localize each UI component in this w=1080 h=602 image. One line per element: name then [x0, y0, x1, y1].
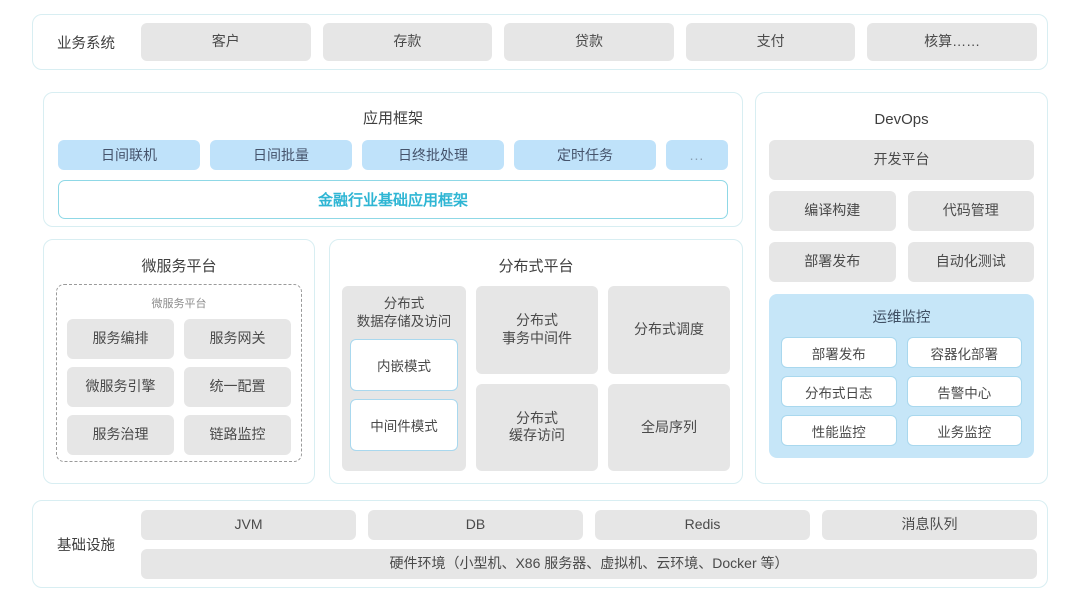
distributed-platform-body: 分布式 数据存储及访问 内嵌模式 中间件模式 分布式 事务中间件 分布式调度 分…	[342, 286, 730, 471]
appframe-pill-scheduled-task[interactable]: 定时任务	[514, 140, 656, 170]
storage-mode-embedded[interactable]: 内嵌模式	[350, 339, 458, 392]
devops-item-dev-platform[interactable]: 开发平台	[769, 140, 1034, 180]
distributed-item-transaction-middleware[interactable]: 分布式 事务中间件	[476, 286, 598, 374]
ops-monitoring-grid: 部署发布 容器化部署 分布式日志 告警中心 性能监控 业务监控	[781, 337, 1022, 446]
infrastructure-label: 基础设施	[57, 537, 115, 554]
business-systems-row: 业务系统 客户 存款 贷款 支付 核算……	[32, 14, 1048, 70]
microservice-dashed-box: 微服务平台 服务编排 服务网关 微服务引擎 统一配置 服务治理 链路监控	[56, 284, 302, 462]
infrastructure-item-redis[interactable]: Redis	[595, 509, 810, 540]
infrastructure-content: JVM DB Redis 消息队列 硬件环境（小型机、X86 服务器、虚拟机、云…	[141, 509, 1037, 579]
infrastructure-row: 基础设施 JVM DB Redis 消息队列 硬件环境（小型机、X86 服务器、…	[32, 500, 1048, 588]
distributed-item-cache-access[interactable]: 分布式 缓存访问	[476, 383, 598, 471]
infrastructure-tile-row: JVM DB Redis 消息队列	[141, 509, 1037, 540]
devops-item-code-management[interactable]: 代码管理	[907, 191, 1034, 231]
microservice-item-unified-config[interactable]: 统一配置	[184, 367, 291, 407]
microservice-item-engine[interactable]: 微服务引擎	[67, 367, 174, 407]
microservice-platform-title: 微服务平台	[141, 258, 217, 275]
storage-mode-middleware[interactable]: 中间件模式	[350, 399, 458, 452]
business-item-deposit[interactable]: 存款	[322, 23, 493, 61]
ops-item-container-deploy[interactable]: 容器化部署	[906, 337, 1022, 368]
devops-panel: DevOps 开发平台 编译构建 代码管理 部署发布 自动化测试 运维监控 部署…	[755, 92, 1048, 484]
microservice-item-orchestration[interactable]: 服务编排	[67, 319, 174, 359]
ops-item-alert-center[interactable]: 告警中心	[906, 376, 1022, 407]
distributed-data-storage-tile[interactable]: 分布式 数据存储及访问 内嵌模式 中间件模式	[342, 286, 466, 471]
appframe-pill-daytime-batch[interactable]: 日间批量	[210, 140, 352, 170]
ops-item-distributed-log[interactable]: 分布式日志	[781, 376, 897, 407]
devops-item-deploy-release[interactable]: 部署发布	[769, 242, 896, 282]
microservice-platform-panel: 微服务平台 微服务平台 服务编排 服务网关 微服务引擎 统一配置 服务治理 链路…	[43, 239, 315, 484]
business-systems-label: 业务系统	[57, 35, 115, 52]
distributed-data-storage-title: 分布式 数据存储及访问	[356, 296, 452, 329]
devops-title: DevOps	[874, 111, 929, 128]
microservice-item-governance[interactable]: 服务治理	[67, 415, 174, 455]
ops-item-deploy-release[interactable]: 部署发布	[781, 337, 897, 368]
distributed-platform-title: 分布式平台	[498, 258, 574, 275]
application-framework-pills: 日间联机 日间批量 日终批处理 定时任务 ...	[58, 140, 728, 170]
infrastructure-hardware-bar[interactable]: 硬件环境（小型机、X86 服务器、虚拟机、云环境、Docker 等）	[141, 548, 1037, 579]
appframe-pill-more[interactable]: ...	[666, 140, 728, 170]
microservice-item-trace-monitoring[interactable]: 链路监控	[184, 415, 291, 455]
ops-item-performance-monitoring[interactable]: 性能监控	[781, 415, 897, 446]
distributed-item-global-sequence[interactable]: 全局序列	[608, 383, 730, 471]
infrastructure-item-message-queue[interactable]: 消息队列	[822, 509, 1037, 540]
ops-monitoring-title: 运维监控	[872, 310, 931, 326]
microservice-tile-grid: 服务编排 服务网关 微服务引擎 统一配置 服务治理 链路监控	[67, 319, 291, 455]
ops-item-business-monitoring[interactable]: 业务监控	[906, 415, 1022, 446]
application-framework-panel: 应用框架 日间联机 日间批量 日终批处理 定时任务 ... 金融行业基础应用框架	[43, 92, 743, 227]
business-item-accounting[interactable]: 核算……	[867, 23, 1037, 61]
appframe-pill-daytime-online[interactable]: 日间联机	[58, 140, 200, 170]
distributed-platform-panel: 分布式平台 分布式 数据存储及访问 内嵌模式 中间件模式 分布式 事务中间件 分…	[329, 239, 743, 484]
devops-tile-grid: 编译构建 代码管理 部署发布 自动化测试	[769, 191, 1034, 282]
business-item-customer[interactable]: 客户	[141, 23, 311, 61]
infrastructure-item-jvm[interactable]: JVM	[141, 509, 356, 540]
financial-base-framework-bar[interactable]: 金融行业基础应用框架	[58, 180, 728, 219]
microservice-item-gateway[interactable]: 服务网关	[184, 319, 291, 359]
middle-left-stack: 应用框架 日间联机 日间批量 日终批处理 定时任务 ... 金融行业基础应用框架…	[43, 92, 743, 484]
infrastructure-item-db[interactable]: DB	[368, 509, 583, 540]
ops-monitoring-panel: 运维监控 部署发布 容器化部署 分布式日志 告警中心 性能监控 业务监控	[769, 294, 1034, 458]
appframe-pill-eod-batch[interactable]: 日终批处理	[362, 140, 504, 170]
devops-item-compile-build[interactable]: 编译构建	[769, 191, 896, 231]
business-item-payment[interactable]: 支付	[685, 23, 856, 61]
business-item-loan[interactable]: 贷款	[504, 23, 674, 61]
distributed-platform-grid: 分布式 事务中间件 分布式调度 分布式 缓存访问 全局序列	[476, 286, 730, 471]
application-framework-title: 应用框架	[362, 110, 423, 127]
devops-item-automated-testing[interactable]: 自动化测试	[907, 242, 1034, 282]
distributed-item-scheduling[interactable]: 分布式调度	[608, 286, 730, 374]
microservice-inner-label: 微服务平台	[151, 298, 207, 310]
